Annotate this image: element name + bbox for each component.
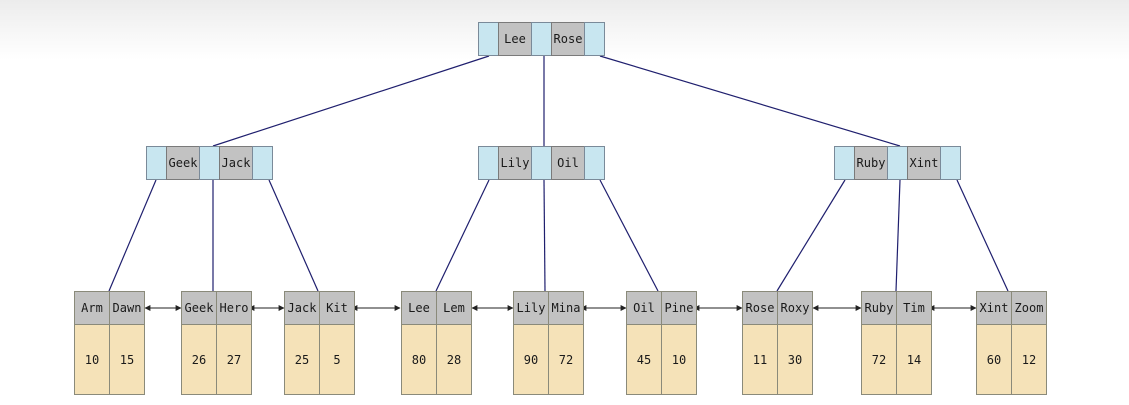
internal2-key-0: Ruby [854, 146, 888, 180]
leaf3-key-0: Lee [401, 291, 437, 325]
edge-internal0-to-leaf-2 [268, 179, 319, 292]
leaf5-value-1: 10 [661, 324, 697, 395]
internal0-key-0: Geek [166, 146, 200, 180]
internal0-key-1: Jack [219, 146, 253, 180]
internal2-pointer-0 [834, 146, 855, 180]
edge-internal2-to-leaf-6 [776, 179, 846, 292]
root-pointer-0 [478, 22, 499, 56]
root-pointer-2 [584, 22, 605, 56]
leaf2-value-0: 25 [284, 324, 320, 395]
leaf0-key-1: Dawn [109, 291, 145, 325]
edge-internal2-to-leaf-7 [895, 179, 901, 292]
leaf6-key-0: Rose [742, 291, 778, 325]
internal1-pointer-1 [531, 146, 552, 180]
leaf0-value-1: 15 [109, 324, 145, 395]
leaf8-value-0: 60 [976, 324, 1012, 395]
leaf-node-5: Oil Pine 45 10 [626, 291, 697, 395]
leaf4-key-1: Mina [548, 291, 584, 325]
leaf-node-6: Rose Roxy 11 30 [742, 291, 813, 395]
root-pointer-1 [531, 22, 552, 56]
edge-internal1-to-leaf-5 [599, 179, 659, 292]
leaf5-value-0: 45 [626, 324, 662, 395]
leaf6-value-0: 11 [742, 324, 778, 395]
internal-node-0: Geek Jack [146, 146, 273, 180]
leaf0-key-0: Arm [74, 291, 110, 325]
leaf3-value-1: 28 [436, 324, 472, 395]
leaf4-value-0: 90 [513, 324, 549, 395]
edge-internal2-to-leaf-8 [956, 179, 1009, 292]
internal1-key-0: Lily [498, 146, 532, 180]
leaf3-value-0: 80 [401, 324, 437, 395]
leaf-node-0: Arm Dawn 10 15 [74, 291, 145, 395]
leaf1-key-1: Hero [216, 291, 252, 325]
edge-internal1-to-leaf-4 [543, 179, 546, 292]
internal1-pointer-0 [478, 146, 499, 180]
leaf1-value-1: 27 [216, 324, 252, 395]
internal2-pointer-2 [940, 146, 961, 180]
leaf7-value-1: 14 [896, 324, 932, 395]
leaf2-key-0: Jack [284, 291, 320, 325]
leaf3-key-1: Lem [436, 291, 472, 325]
edge-internal0-to-leaf-0 [108, 179, 157, 292]
leaf2-value-1: 5 [319, 324, 355, 395]
internal0-pointer-0 [146, 146, 167, 180]
leaf0-value-0: 10 [74, 324, 110, 395]
leaf-node-1: Geek Hero 26 27 [181, 291, 252, 395]
leaf5-key-0: Oil [626, 291, 662, 325]
internal2-key-1: Xint [907, 146, 941, 180]
internal1-pointer-2 [584, 146, 605, 180]
root-key-0: Lee [498, 22, 532, 56]
leaf8-key-1: Zoom [1011, 291, 1047, 325]
leaf-node-2: Jack Kit 25 5 [284, 291, 355, 395]
edge-internal1-to-leaf-3 [435, 179, 490, 292]
edge-root-to-internal-0 [212, 55, 490, 147]
internal-node-1: Lily Oil [478, 146, 605, 180]
leaf1-key-0: Geek [181, 291, 217, 325]
leaf-node-8: Xint Zoom 60 12 [976, 291, 1047, 395]
internal-node-2: Ruby Xint [834, 146, 961, 180]
leaf5-key-1: Pine [661, 291, 697, 325]
leaf8-value-1: 12 [1011, 324, 1047, 395]
leaf7-key-0: Ruby [861, 291, 897, 325]
leaf-node-7: Ruby Tim 72 14 [861, 291, 932, 395]
internal0-pointer-1 [199, 146, 220, 180]
leaf4-value-1: 72 [548, 324, 584, 395]
internal0-pointer-2 [252, 146, 273, 180]
leaf8-key-0: Xint [976, 291, 1012, 325]
internal2-pointer-1 [887, 146, 908, 180]
edge-root-to-internal-2 [599, 55, 901, 147]
leaf2-key-1: Kit [319, 291, 355, 325]
leaf7-key-1: Tim [896, 291, 932, 325]
root-node: Lee Rose [478, 22, 605, 56]
internal1-key-1: Oil [551, 146, 585, 180]
leaf6-key-1: Roxy [777, 291, 813, 325]
leaf1-value-0: 26 [181, 324, 217, 395]
leaf-node-4: Lily Mina 90 72 [513, 291, 584, 395]
leaf7-value-0: 72 [861, 324, 897, 395]
root-key-1: Rose [551, 22, 585, 56]
leaf-node-3: Lee Lem 80 28 [401, 291, 472, 395]
leaf4-key-0: Lily [513, 291, 549, 325]
leaf6-value-1: 30 [777, 324, 813, 395]
